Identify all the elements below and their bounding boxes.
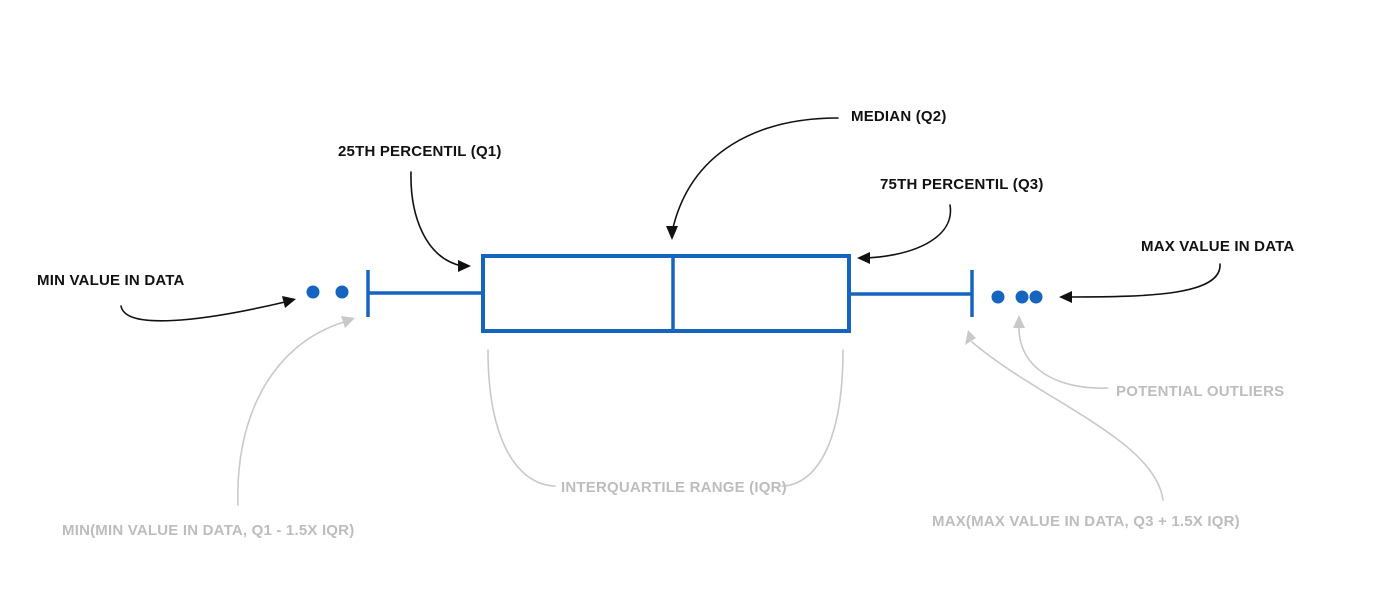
max-value-arrowhead bbox=[1059, 291, 1072, 303]
iqr-bracket-right bbox=[781, 349, 844, 487]
q1-label: 25TH PERCENTIL (Q1) bbox=[338, 143, 502, 160]
min-value-arrow bbox=[120, 301, 286, 322]
outliers-arrow bbox=[1018, 325, 1109, 389]
q3-arrowhead bbox=[857, 252, 870, 264]
upper-fence-arrow bbox=[971, 341, 1164, 501]
iqr-bracket-left bbox=[487, 349, 556, 487]
outlier-point-high-2 bbox=[1015, 290, 1029, 304]
q3-arrow bbox=[865, 204, 952, 259]
min-value-label: MIN VALUE IN DATA bbox=[37, 272, 185, 289]
potential-outliers-label: POTENTIAL OUTLIERS bbox=[1116, 383, 1284, 400]
upper-fence-label: MAX(MAX VALUE IN DATA, Q3 + 1.5X IQR) bbox=[932, 513, 1240, 530]
outlier-point-high-3 bbox=[1029, 290, 1043, 304]
lower-fence-arrowhead bbox=[341, 316, 355, 328]
outlier-point-low-2 bbox=[335, 285, 349, 299]
upper-fence-arrowhead bbox=[965, 330, 976, 345]
outlier-point-high-1 bbox=[991, 290, 1005, 304]
median-label: MEDIAN (Q2) bbox=[851, 108, 947, 125]
iqr-box bbox=[481, 254, 851, 333]
lower-fence-arrow bbox=[237, 321, 345, 506]
iqr-label: INTERQUARTILE RANGE (IQR) bbox=[561, 479, 787, 496]
median-arrow bbox=[671, 117, 839, 233]
min-value-arrowhead bbox=[282, 296, 296, 308]
q1-arrow bbox=[410, 171, 463, 267]
boxplot bbox=[306, 254, 1043, 333]
max-value-arrow bbox=[1069, 263, 1221, 298]
q1-arrowhead bbox=[458, 260, 471, 272]
light-arrows bbox=[237, 315, 1164, 506]
dark-arrows bbox=[120, 117, 1221, 322]
lower-fence-label: MIN(MIN VALUE IN DATA, Q1 - 1.5X IQR) bbox=[62, 522, 354, 539]
max-value-label: MAX VALUE IN DATA bbox=[1141, 238, 1294, 255]
labels: MEDIAN (Q2) 25TH PERCENTIL (Q1) 75TH PER… bbox=[37, 108, 1294, 539]
median-arrowhead bbox=[666, 226, 678, 240]
outlier-point-low-1 bbox=[306, 285, 320, 299]
q3-label: 75TH PERCENTIL (Q3) bbox=[880, 176, 1044, 193]
outliers-arrowhead bbox=[1013, 315, 1025, 328]
